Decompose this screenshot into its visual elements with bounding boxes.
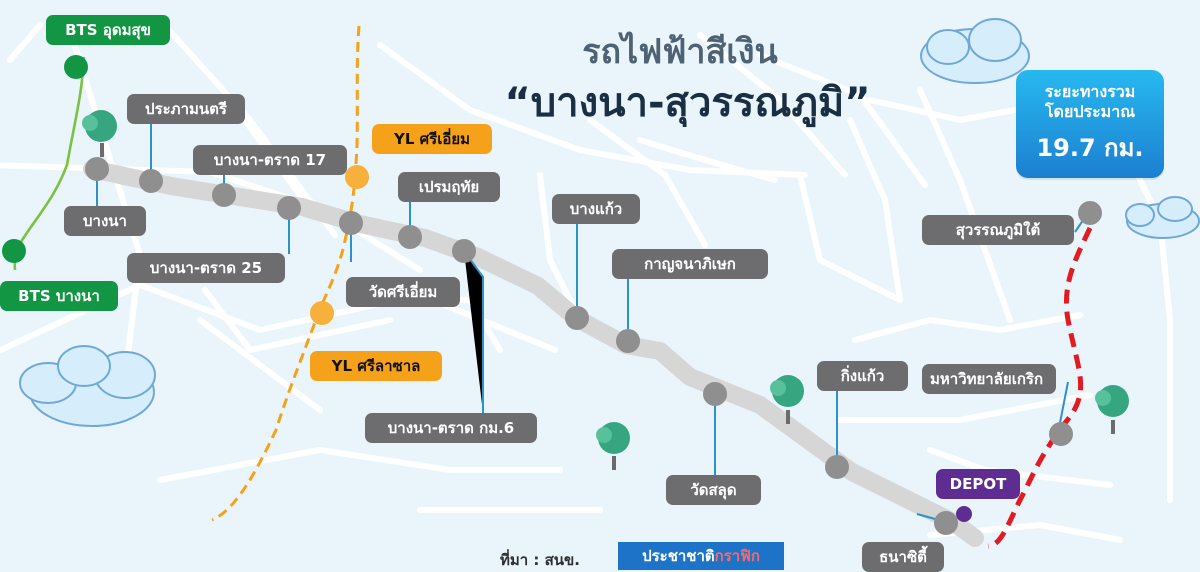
- cloud-mid-right-part1: [1125, 203, 1155, 227]
- tree-2-highlight: [596, 427, 612, 443]
- station-thanasiti[interactable]: [934, 511, 958, 535]
- street-line-13: [757, 52, 928, 188]
- tree-1-trunk: [100, 143, 104, 157]
- street-line-5: [227, 97, 423, 273]
- page-title-line-1: รถไฟฟ้าสีเงิน: [582, 32, 778, 72]
- cloud-mid-right: [1125, 196, 1200, 239]
- cloud-top-right-part2: [968, 18, 1022, 62]
- station-bang-na[interactable]: [85, 157, 109, 181]
- stations: [85, 157, 1102, 535]
- station-bts-udom-suk[interactable]: [64, 55, 88, 79]
- page-title-line-2: “บางนา-สุวรรณภูมิ”: [504, 80, 871, 126]
- station-bang-kaew[interactable]: [565, 306, 589, 330]
- street-line-24: [197, 317, 323, 413]
- brand-blue-text: ประชาชาติ: [642, 547, 715, 565]
- street-line-12: [697, 32, 848, 178]
- label-bts-bang-na: BTS บางนา: [0, 281, 118, 311]
- label-kanchana-phisek: กาญจนาภิเษก: [612, 249, 768, 279]
- station-wat-si-iam[interactable]: [339, 211, 363, 235]
- tree-4: [1095, 385, 1129, 434]
- street-line-16: [867, 97, 1018, 123]
- station-suvarnabhumi-tai[interactable]: [1078, 201, 1102, 225]
- station-wat-salud[interactable]: [703, 382, 727, 406]
- station-university[interactable]: [1049, 422, 1073, 446]
- label-wat-si-iam: วัดศรีเอี่ยม: [346, 277, 460, 307]
- street-line-18: [852, 312, 1083, 343]
- street-line-10: [587, 117, 708, 248]
- interchange-stations: [2, 55, 972, 522]
- tree-2-trunk: [612, 456, 616, 470]
- label-bang-kaew: บางแก้ว: [552, 194, 640, 224]
- station-prapa-montri[interactable]: [139, 169, 163, 193]
- street-line-19: [837, 392, 1093, 423]
- label-bang-na-trad-25: บางนา-ตราด 25: [127, 253, 285, 283]
- yellow-line: [211, 25, 361, 522]
- station-king-kaew[interactable]: [825, 455, 849, 479]
- station-bang-na-trad-25[interactable]: [277, 196, 301, 220]
- label-bang-na-trad-km6: บางนา-ตราด กม.6: [365, 413, 537, 443]
- station-bang-na-trad-km6[interactable]: [452, 239, 476, 263]
- distance-summary: ระยะทางรวม โดยประมาณ 19.7 กม.: [1016, 70, 1164, 178]
- station-bts-bang-na[interactable]: [2, 239, 26, 263]
- street-line-17: [917, 87, 1013, 323]
- distance-label-2: โดยประมาณ: [1044, 102, 1136, 121]
- street-line-14: [797, 172, 903, 303]
- street-line-15: [847, 117, 903, 303]
- station-yl-si-la-sal[interactable]: [310, 301, 334, 325]
- cloud-left-part3: [57, 345, 111, 387]
- label-suvarnabhumi-tai: สุวรรณภูมิใต้: [922, 215, 1074, 245]
- tree-1-highlight: [82, 115, 98, 131]
- label-wat-salud: วัดสลุด: [666, 475, 761, 505]
- distance-value: 19.7 กม.: [1036, 134, 1144, 162]
- tree-3-trunk: [786, 410, 790, 424]
- street-line-26: [7, 22, 43, 63]
- station-yl-si-iam[interactable]: [345, 165, 369, 189]
- label-bang-na-trad-17: บางนา-ตราด 17: [193, 145, 347, 175]
- street-line-21: [1117, 137, 1173, 503]
- label-thanasiti: ธนาซิตี้: [862, 542, 944, 572]
- cloud-left: [19, 345, 156, 427]
- station-bang-na-trad-17[interactable]: [212, 183, 236, 207]
- tree-1: [82, 110, 117, 157]
- street-line-7: [157, 447, 563, 483]
- source-note: ที่มา : สนข.: [500, 551, 581, 569]
- tree-3: [770, 375, 804, 424]
- street-line-6: [202, 287, 393, 353]
- distance-label-1: ระยะทางรวม: [1044, 82, 1136, 101]
- label-yl-si-la-sal: YL ศรีลาซาล: [310, 351, 442, 381]
- tree-4-highlight: [1095, 390, 1111, 406]
- label-king-kaew: กิ่งแก้ว: [817, 361, 908, 391]
- tree-3-highlight: [770, 380, 786, 396]
- label-bts-udom-suk: BTS อุดมสุข: [46, 15, 170, 45]
- label-prapa-montri: ประภามนตรี: [127, 94, 245, 124]
- cloud-top-right-part1: [926, 29, 970, 65]
- brand-logo: ประชาชาติกราฟิก: [618, 542, 784, 570]
- cloud-top-right: [920, 18, 1030, 84]
- tree-2: [596, 422, 630, 470]
- street-line-11: [637, 137, 778, 183]
- depot-icon: [956, 506, 972, 522]
- label-bang-na: บางนา: [64, 206, 146, 236]
- tree-4-trunk: [1111, 420, 1115, 434]
- station-kanchana-phisek[interactable]: [616, 329, 640, 353]
- station-prem-tu-tai[interactable]: [398, 225, 422, 249]
- street-line-8: [377, 42, 808, 178]
- label-yl-si-iam: YL ศรีเอี่ยม: [372, 124, 492, 154]
- street-grid: [0, 17, 1173, 543]
- cloud-mid-right-part2: [1157, 196, 1193, 222]
- brand-red-text: กราฟิก: [714, 547, 760, 565]
- label-depot: DEPOT: [936, 469, 1020, 499]
- label-university: มหาวิทยาลัยเกริก: [922, 364, 1056, 394]
- label-prem-tu-tai: เปรมฤทัย: [398, 172, 500, 202]
